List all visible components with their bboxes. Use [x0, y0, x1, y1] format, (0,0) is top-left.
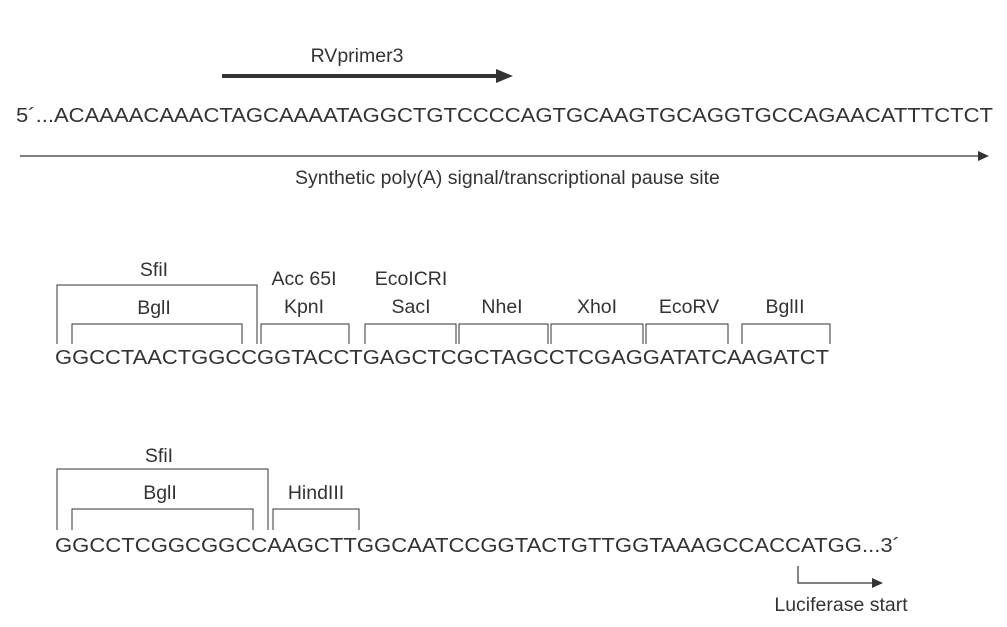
rvprimer3-label: RVprimer3	[311, 45, 404, 67]
rvprimer3-arrow	[222, 69, 513, 83]
site-label-sacI: SacI	[391, 296, 430, 318]
bracket-sfiI-2	[56, 468, 269, 530]
section-polyA: RVprimer3 5´...ACAAAACAAACTAGCAAAATAGGCT…	[16, 45, 993, 189]
sequence-line-2: GGCCTAACTGGCCGGTACCTGAGCTCGCTAGCCTCGAGGA…	[55, 347, 829, 369]
site-label-nheI: NheI	[481, 296, 522, 318]
site-label-ecoICRI: EcoICRI	[375, 268, 448, 290]
bracket-hindIII	[272, 508, 360, 530]
luciferase-start-arrow	[797, 566, 883, 588]
site-label-ecoRV: EcoRV	[659, 296, 719, 318]
site-label-xhoI: XhoI	[577, 296, 617, 318]
bracket-sfiI	[56, 284, 258, 344]
site-label-sfiI-2: SfiI	[145, 445, 173, 467]
site-label-sfiI: SfiI	[140, 259, 168, 281]
site-label-bglII: BglII	[765, 296, 804, 318]
sequence-line-1: 5´...ACAAAACAAACTAGCAAAATAGGCTGTCCCCAGTG…	[16, 105, 993, 127]
bracket-acc65I-kpnI	[260, 323, 350, 344]
sequence-line-3: GGCCTCGGCGGCCAAGCTTGGCAATCCGGTACTGTTGGTA…	[55, 535, 900, 557]
site-label-bglI-2: BglI	[143, 482, 177, 504]
bracket-bglI-2	[71, 508, 254, 530]
site-label-kpnI: KpnI	[284, 296, 324, 318]
luciferase-start-label: Luciferase start	[774, 594, 908, 616]
polyA-signal-label: Synthetic poly(A) signal/transcriptional…	[295, 167, 720, 189]
polyA-signal-arrow	[20, 151, 989, 161]
bracket-bglII	[741, 323, 831, 344]
section-mcs: SfiI BglI Acc 65I KpnI EcoICRI SacI NheI…	[55, 259, 831, 369]
bracket-bglI	[71, 323, 243, 344]
bracket-xhoI	[550, 323, 644, 344]
site-label-bglI: BglI	[137, 297, 171, 319]
bracket-nheI	[458, 323, 549, 344]
section-luciferase: SfiI BglI HindIII GGCCTCGGCGGCCAAGCTTGGC…	[55, 445, 908, 616]
bracket-ecoRV	[645, 323, 729, 344]
bracket-ecoICRI-sacI	[364, 323, 457, 344]
site-label-hindIII: HindIII	[288, 482, 344, 504]
site-label-acc65I: Acc 65I	[271, 268, 336, 290]
